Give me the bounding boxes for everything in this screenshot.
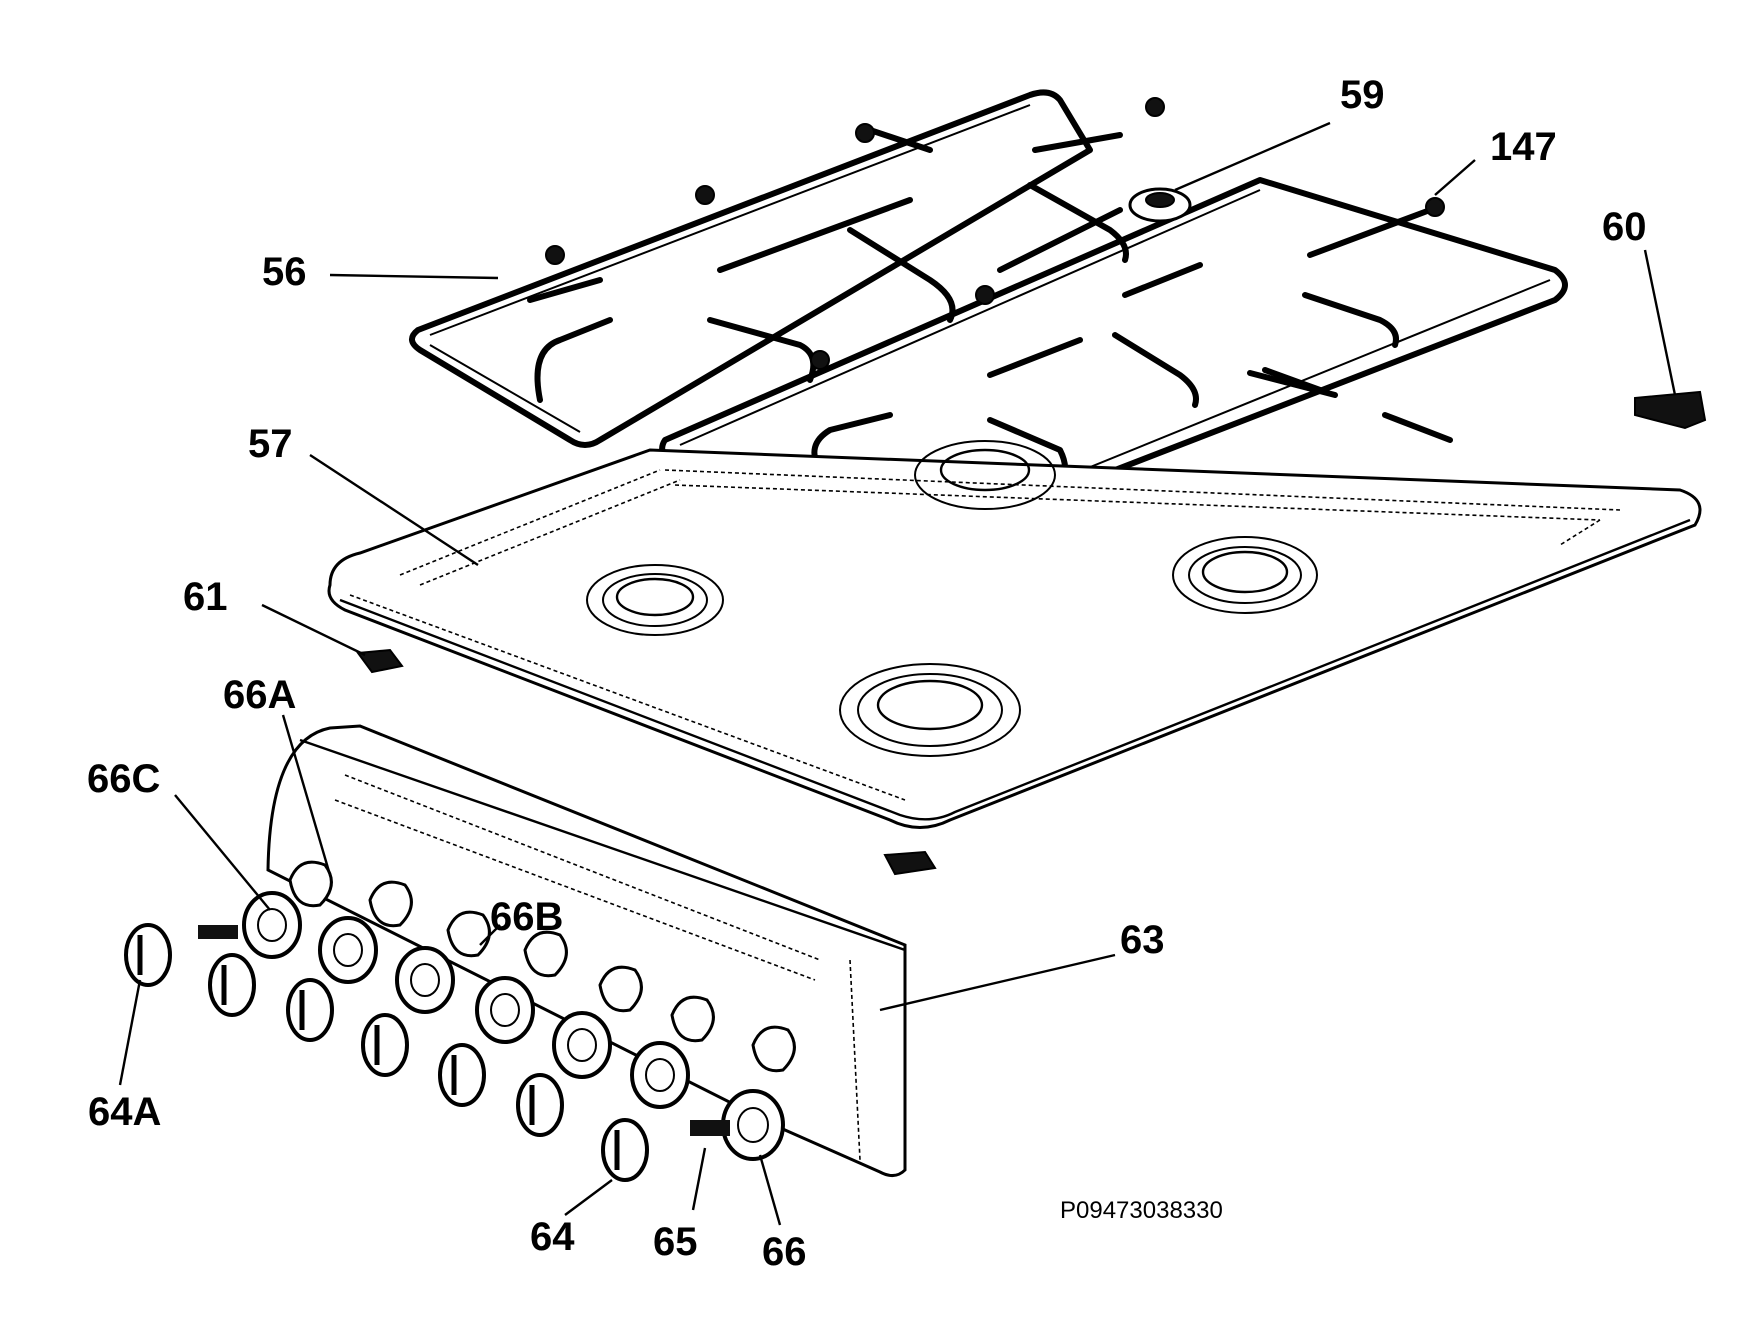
pan-support-grid [409,89,1568,538]
hob-top-panel [327,367,1702,829]
label-66C: 66C [87,757,160,801]
leader-lines [118,121,1677,1226]
label-64: 64 [530,1215,575,1259]
drawing-code: P09473038330 [1060,1197,1223,1224]
label-57: 57 [248,422,293,466]
label-56: 56 [262,250,307,294]
label-59: 59 [1340,73,1385,117]
control-knobs-row [124,860,796,1182]
fixing-clip-part [1634,390,1707,430]
label-65: 65 [653,1220,698,1264]
label-66A: 66A [223,673,296,717]
label-66: 66 [762,1230,807,1274]
label-64A: 64A [88,1090,161,1134]
rubber-foot-part [356,648,937,876]
label-60: 60 [1602,205,1647,249]
part-labels: 56 57 59 147 60 61 66A 66C 66B 63 64A 64… [87,73,1647,1274]
label-63: 63 [1120,918,1165,962]
control-panel [266,724,907,1177]
label-61: 61 [183,575,228,619]
label-66B: 66B [490,895,563,939]
burner-cap-part [1128,187,1192,223]
label-147: 147 [1490,125,1557,169]
